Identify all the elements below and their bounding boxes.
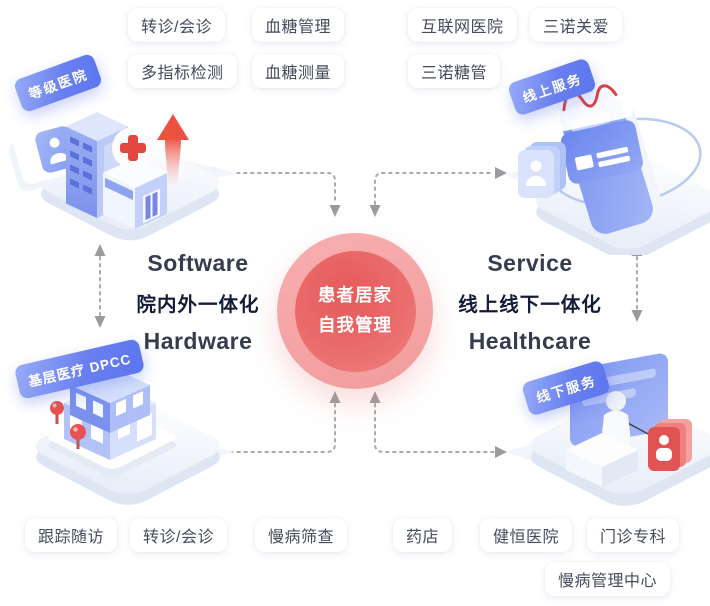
tag-sinocare-glucose: 三诺糖管: [408, 54, 501, 88]
tag-referral-consultation-bottom: 转诊/会诊: [130, 518, 227, 552]
platform: [536, 153, 710, 249]
red-contact-cards-icon: [648, 419, 692, 471]
tag-outpatient-specialty: 门诊专科: [587, 518, 680, 552]
right-axis-label: Service 线上线下一体化 Healthcare: [430, 250, 630, 355]
left-axis-en-top: Software: [147, 250, 249, 276]
platform-tail: [506, 437, 557, 468]
tag-chronic-disease-management-center: 慢病管理中心: [545, 562, 671, 596]
tag-jianheng-hospital: 健恒医院: [480, 518, 573, 552]
tag-multi-indicator-testing: 多指标检测: [128, 54, 237, 88]
connector-bottom-left: [215, 403, 336, 453]
tag-internet-hospital: 互联网医院: [408, 8, 517, 42]
receptionist-icon: [601, 391, 651, 448]
connector-bottom-right: [374, 403, 495, 453]
contact-cards-icon: [518, 142, 566, 198]
center-text-line1: 患者居家: [318, 285, 392, 306]
connector-top-left: [215, 172, 336, 205]
smartphone-icon: [559, 85, 662, 234]
orbit-ring-icon: [548, 117, 702, 207]
platform: [36, 398, 220, 494]
tag-follow-up-tracking: 跟踪随访: [25, 518, 118, 552]
right-axis-cn: 线上线下一体化: [458, 294, 602, 316]
left-axis-cn: 院内外一体化: [136, 294, 260, 316]
left-axis-en-bottom: Hardware: [143, 328, 253, 354]
center-circle-core: 患者居家 自我管理: [294, 250, 416, 372]
right-axis-en-top: Service: [487, 250, 573, 276]
tag-glucose-measurement: 血糖测量: [252, 54, 345, 88]
connector-top-right: [374, 172, 495, 205]
ribbon-tiered-hospital: 等级医院: [12, 52, 104, 114]
tag-chronic-disease-screening: 慢病筛查: [255, 518, 348, 552]
growth-arrow-icon: [157, 114, 189, 187]
ribbon-online-service: 线上服务: [506, 57, 598, 117]
building-base: [48, 405, 176, 469]
hospital-tower-icon: [66, 112, 128, 218]
tag-referral-consultation-top: 转诊/会诊: [128, 8, 225, 42]
left-axis-label: Software 院内外一体化 Hardware: [100, 250, 296, 355]
center-text-line2: 自我管理: [318, 315, 392, 335]
ribbon-offline-service: 线下服务: [520, 359, 612, 417]
patient-card-icon: [9, 109, 106, 192]
ribbon-primary-care-dpcc: 基层医疗 DPCC: [13, 338, 146, 400]
id-card-icon: [561, 120, 643, 184]
platform-tail: [153, 435, 235, 469]
platform-tail: [142, 152, 238, 192]
platform: [40, 136, 220, 230]
tag-sinocare-care: 三诺关爱: [530, 8, 623, 42]
platform-tail: [504, 158, 565, 192]
service-counter-icon: [566, 433, 638, 487]
center-circle: 患者居家 自我管理: [277, 233, 433, 389]
right-axis-en-bottom: Healthcare: [468, 328, 592, 354]
red-cross-icon: [112, 127, 154, 169]
clinic-house-icon: [103, 158, 167, 229]
tag-pharmacy: 药店: [393, 518, 453, 552]
tag-glucose-management: 血糖管理: [252, 8, 345, 42]
map-pin-icon: [50, 401, 86, 449]
